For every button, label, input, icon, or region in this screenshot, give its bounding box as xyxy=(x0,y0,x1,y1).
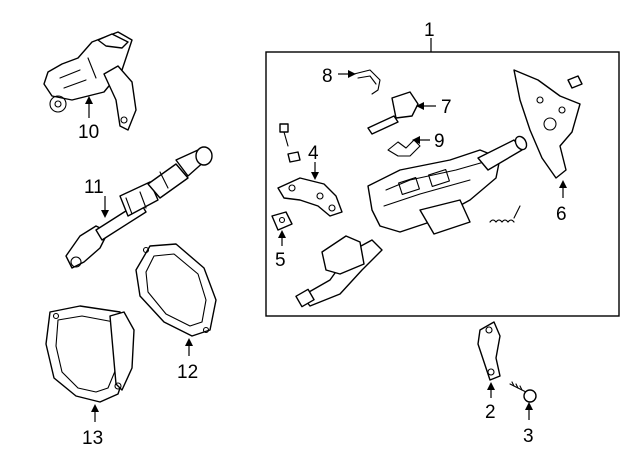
part-10-column-housing xyxy=(43,31,137,131)
part-6-mounting-bracket xyxy=(513,69,583,179)
part-11-intermediate-shaft xyxy=(65,146,213,269)
part-7-switch xyxy=(367,91,419,135)
callout-5: 5 xyxy=(275,250,286,271)
callout-3: 3 xyxy=(523,426,534,447)
arrow-12 xyxy=(185,338,193,346)
arrow-4 xyxy=(311,172,319,180)
callout-6: 6 xyxy=(556,204,567,225)
callout-7: 7 xyxy=(441,97,452,118)
callout-8: 8 xyxy=(322,66,333,87)
arrow-3 xyxy=(525,402,533,410)
callout-12: 12 xyxy=(177,362,198,383)
part-3-bolt xyxy=(509,381,537,403)
arrow-7 xyxy=(416,102,424,110)
part-13-cover xyxy=(45,305,135,403)
part-5-clip xyxy=(271,211,293,231)
arrow-5 xyxy=(278,230,286,238)
callout-1: 1 xyxy=(424,20,435,41)
callout-4: 4 xyxy=(308,143,319,164)
part-9-spring-clip xyxy=(387,139,421,157)
arrow-13 xyxy=(91,404,99,412)
assembly-box xyxy=(265,51,620,317)
arrow-10 xyxy=(85,96,93,104)
part-4-lock-plate xyxy=(277,177,343,217)
part-bolt-small xyxy=(279,123,301,163)
callout-13: 13 xyxy=(82,428,103,449)
callout-10: 10 xyxy=(78,122,99,143)
callout-2: 2 xyxy=(485,402,496,423)
part-8-clip xyxy=(353,69,381,95)
part-2-bracket xyxy=(477,321,501,381)
arrow-11 xyxy=(101,210,109,218)
arrow-8 xyxy=(348,70,356,78)
arrow-6 xyxy=(559,180,567,188)
arrow-9 xyxy=(412,136,420,144)
arrow-2 xyxy=(487,382,495,390)
callout-11: 11 xyxy=(84,177,104,198)
part-1-steering-column xyxy=(295,135,528,308)
callout-9: 9 xyxy=(434,131,445,152)
part-12-dust-seal xyxy=(135,243,217,337)
